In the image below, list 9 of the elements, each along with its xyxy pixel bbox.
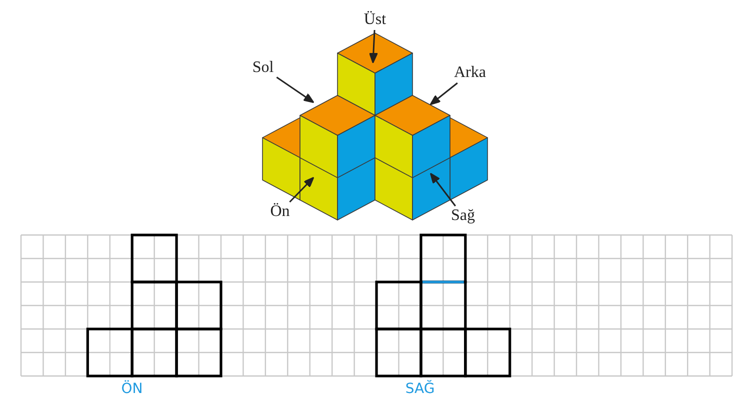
part-label: Arka	[453, 64, 487, 82]
view-caption: ÖN	[121, 381, 143, 397]
part-label: Üst	[362, 11, 388, 29]
part-label: Sol	[251, 59, 275, 77]
leader-arrow	[276, 76, 314, 104]
part-label: Ön	[269, 203, 291, 221]
leader-arrow	[430, 82, 458, 106]
view-caption: SAĞ	[405, 381, 435, 397]
part-label: Sağ	[450, 207, 476, 225]
